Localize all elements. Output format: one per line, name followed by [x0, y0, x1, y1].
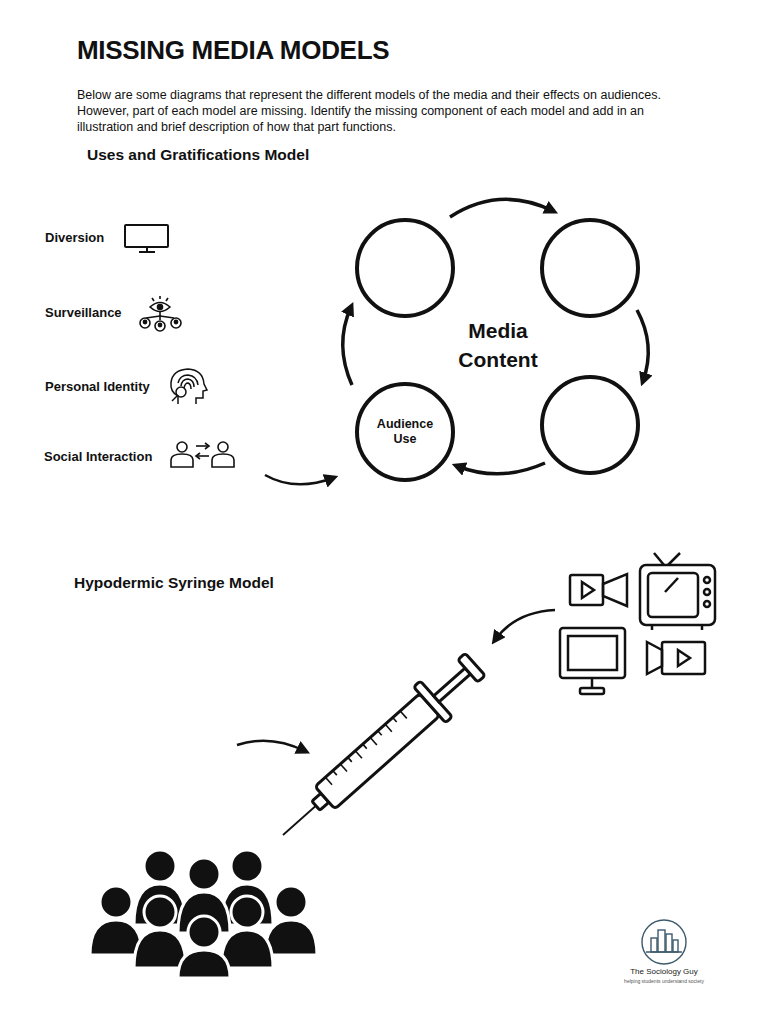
model-heading: Hypodermic Syringe Model: [74, 574, 274, 592]
model-heading: Uses and Gratifications Model: [87, 146, 309, 164]
syringe-illustration: [267, 646, 491, 853]
surveillance-icon: [140, 296, 181, 331]
audience-crowd: [90, 850, 317, 978]
node-text-box: Audience Use: [373, 417, 437, 447]
center-label: Media Content: [438, 316, 558, 374]
gratification-label: Surveillance: [45, 305, 122, 320]
media-icons: [560, 553, 715, 694]
input-arrow: [265, 475, 333, 484]
monitor-icon: [125, 225, 168, 252]
node-text: Audience Use: [373, 417, 437, 447]
media-arrow: [495, 610, 555, 640]
gratification-label: Social Interaction: [44, 449, 152, 464]
syringe-arrow: [237, 741, 305, 751]
circle-node: Audience Use: [357, 384, 453, 480]
social-interaction-icon: [171, 442, 234, 467]
logo-mark: [642, 920, 686, 964]
intro-text: Below are some diagrams that represent t…: [77, 87, 677, 135]
gratification-label: Diversion: [45, 230, 104, 245]
fingerprint-head-icon: [171, 369, 207, 404]
gratification-label: Personal Identity: [45, 379, 150, 394]
empty-circle: [357, 220, 638, 473]
logo-name: The Sociology Guy: [604, 967, 724, 977]
page-title: MISSING MEDIA MODELS: [77, 34, 389, 66]
logo-tagline: helping students understand society: [604, 978, 724, 984]
